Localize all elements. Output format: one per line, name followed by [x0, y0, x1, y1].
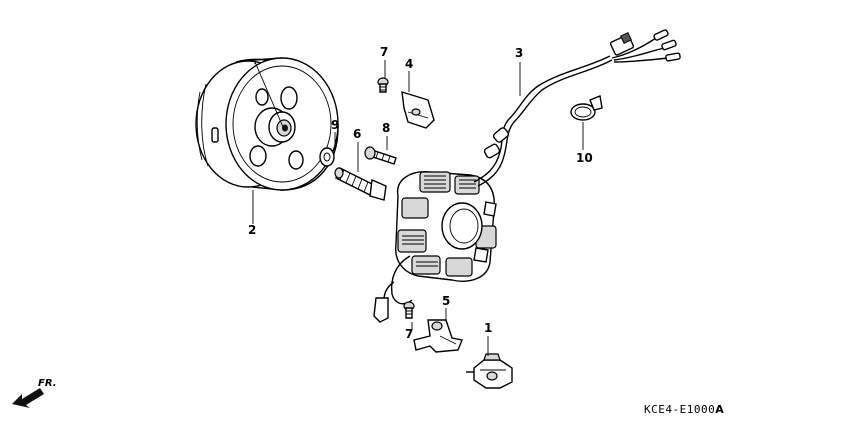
band-clip [570, 95, 603, 121]
wire-harness [373, 29, 681, 323]
flywheel-bolt [334, 167, 387, 201]
stator-bolt [364, 146, 397, 165]
washer [319, 147, 335, 167]
callout-4: 4 [405, 57, 414, 71]
screw-bottom [403, 301, 415, 319]
front-direction-label: FR. [38, 378, 57, 389]
callout-10: 10 [576, 151, 593, 165]
callout-5: 5 [442, 294, 451, 308]
front-direction-arrow-icon [12, 388, 44, 408]
callout-6: 6 [353, 127, 362, 141]
callout-3: 3 [515, 46, 524, 60]
callout-7-bottom: 7 [405, 327, 414, 341]
callout-7-top: 7 [380, 45, 389, 59]
callout-8: 8 [382, 121, 391, 135]
callout-2-label: 2 [248, 223, 257, 237]
wire-clamp [401, 91, 435, 129]
diagram-code: KCE4-E1000A [644, 403, 724, 416]
callout-9: 9 [331, 118, 340, 132]
screw-top [377, 77, 389, 93]
flywheel [195, 57, 339, 191]
diagram-code-suffix: A [715, 403, 725, 416]
leader-lines [252, 60, 584, 356]
diagram-code-text: KCE4-E1000 [644, 403, 716, 416]
pulse-generator-bracket [413, 319, 463, 353]
callout-1: 1 [484, 321, 493, 335]
pulse-generator [466, 353, 513, 389]
stator [395, 171, 497, 282]
